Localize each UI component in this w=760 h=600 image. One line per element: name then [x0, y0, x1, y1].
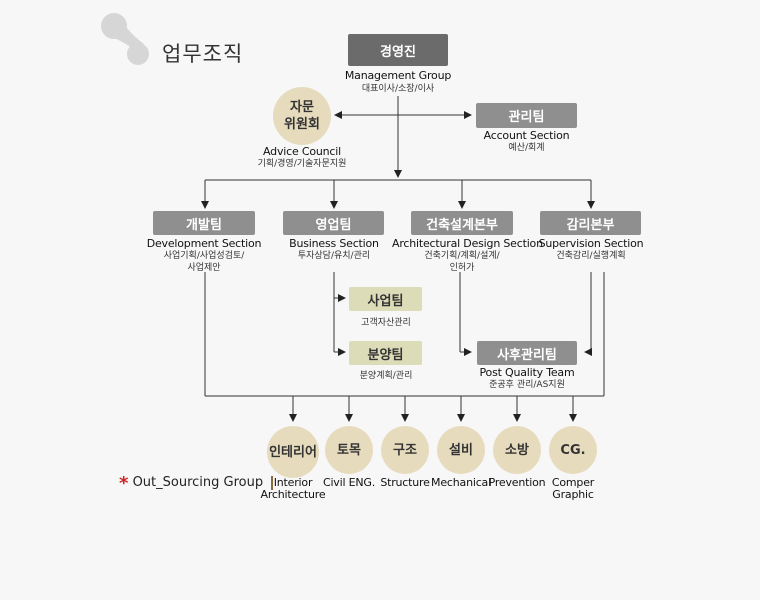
- outsourcing-group-text: Out_Sourcing Group: [132, 475, 264, 490]
- outsourcing-civil-circle: 토목: [325, 426, 373, 474]
- division-supervision-en: Supervision Section: [538, 237, 644, 250]
- logo-mark: [101, 13, 149, 65]
- outsourcing-prevention-circle: 소방: [493, 426, 541, 474]
- executive-ko: 대표이사/소장/이사: [361, 84, 435, 94]
- outsourcing-civil-en1: Civil ENG.: [322, 476, 376, 489]
- advice-line2: 위원회: [284, 117, 320, 132]
- division-development-ko1: 사업기획/사업성검토/: [163, 251, 245, 261]
- advice-en: Advice Council: [263, 145, 341, 158]
- divider-bar: [271, 475, 274, 490]
- star-icon: *: [119, 473, 129, 494]
- outsourcing-interior-circle: 인테리어: [267, 426, 319, 478]
- advice-line1: 자문: [290, 100, 314, 115]
- outsourcing-interior-en2: Architecture: [260, 488, 326, 501]
- outsourcing-mechanical-en1: Mechanical: [431, 476, 491, 489]
- division-business-ko1: 투자상담/유치/관리: [297, 251, 371, 261]
- account-ko: 예산/회계: [508, 143, 545, 153]
- division-development-en: Development Section: [146, 237, 262, 250]
- division-architecture-ko1: 건축기획/계획/설계/: [424, 251, 500, 261]
- division-architecture-ko2: 인허가: [449, 263, 475, 273]
- sales-team-ko: 분양계획/관리: [359, 371, 413, 381]
- page-title: 업무조직: [162, 42, 244, 66]
- outsourcing-cg-en1: Comper: [551, 476, 595, 489]
- account-box: 관리팀: [476, 103, 577, 128]
- outsourcing-group-label: * Out_Sourcing Group: [119, 470, 274, 494]
- division-development-box: 개발팀: [153, 211, 255, 235]
- account-en: Account Section: [483, 129, 570, 142]
- post-quality-box: 사후관리팀: [477, 341, 577, 365]
- outsourcing-mechanical-circle: 설비: [437, 426, 485, 474]
- division-development-ko2: 사업제안: [187, 263, 221, 273]
- sales-team-box: 분양팀: [349, 341, 422, 365]
- outsourcing-cg-en2: Graphic: [552, 488, 594, 501]
- business-team-ko: 고객자산관리: [361, 318, 411, 328]
- outsourcing-cg-circle: CG.: [549, 426, 597, 474]
- business-team-box: 사업팀: [349, 287, 422, 311]
- advice-ko: 기획/경영/기술자문지원: [257, 159, 347, 169]
- executive-en: Management Group: [344, 69, 452, 82]
- division-architecture-box: 건축설계본부: [411, 211, 513, 235]
- division-architecture-en: Architectural Design Section: [392, 237, 543, 250]
- division-business-en: Business Section: [289, 237, 379, 250]
- executive-box: 경영진: [348, 34, 448, 66]
- advice-council-circle: 자문 위원회: [273, 87, 331, 145]
- outsourcing-interior-en1: Interior: [273, 476, 313, 489]
- division-business-box: 영업팀: [283, 211, 384, 235]
- outsourcing-prevention-en1: Prevention: [488, 476, 546, 489]
- post-quality-en: Post Quality Team: [479, 366, 575, 379]
- outsourcing-structure-en1: Structure: [380, 476, 430, 489]
- division-supervision-box: 감리본부: [540, 211, 641, 235]
- division-supervision-ko1: 건축감리/실행계획: [556, 251, 626, 261]
- post-quality-ko: 준공후 관리/AS지원: [489, 380, 565, 390]
- outsourcing-structure-circle: 구조: [381, 426, 429, 474]
